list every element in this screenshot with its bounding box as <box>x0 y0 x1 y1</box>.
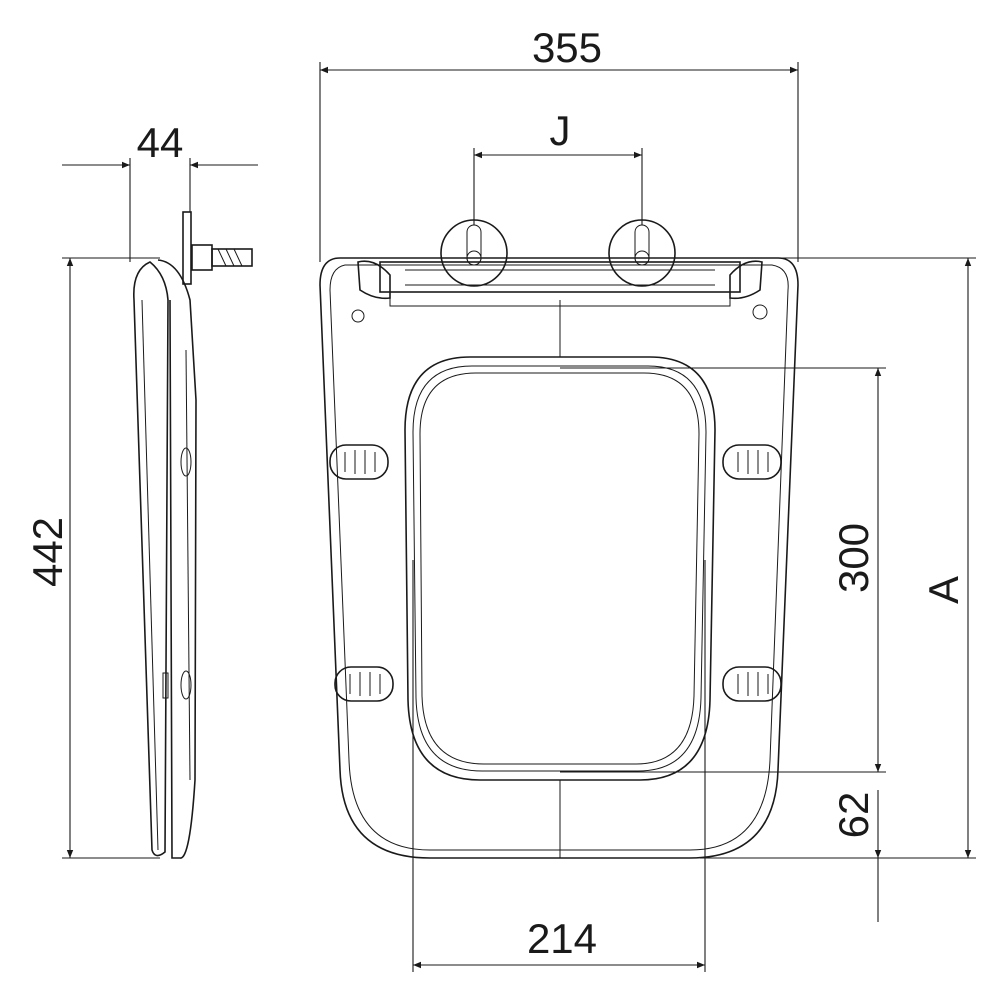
dimension-lines <box>62 62 976 972</box>
hinge-left <box>440 219 508 287</box>
top-view <box>319 219 799 859</box>
buffer <box>180 447 192 477</box>
side-view <box>133 211 253 859</box>
hinge-right <box>608 219 676 287</box>
dim-overall-length: 442 <box>24 517 71 587</box>
dim-side-thickness: 44 <box>137 119 184 166</box>
buffer <box>180 670 192 700</box>
dimension-labels: 355 J 44 442 300 A 62 214 <box>24 24 967 962</box>
dim-opening-length: 300 <box>830 523 877 593</box>
hinge-plate <box>182 211 192 285</box>
dim-overall-width: 355 <box>532 24 602 71</box>
dim-hinge-spacing: J <box>550 107 571 154</box>
dim-hinge-to-rear: A <box>920 576 967 604</box>
hinge-bolt <box>191 244 213 271</box>
dim-opening-width: 214 <box>527 915 597 962</box>
dim-front-margin: 62 <box>830 792 877 839</box>
buffers <box>329 444 782 702</box>
